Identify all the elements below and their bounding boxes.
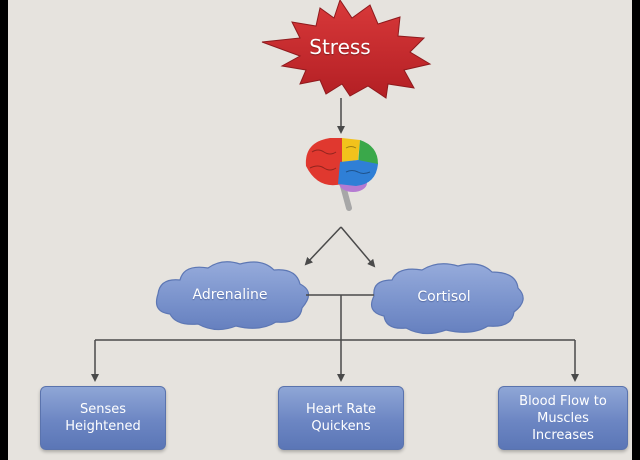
brain-icon: [305, 138, 378, 211]
senses-box: Senses Heightened: [40, 386, 166, 450]
stress-label: Stress: [309, 35, 371, 59]
stress-burst: [261, 0, 432, 99]
senses-label: Senses Heightened: [65, 402, 141, 434]
right-border: [632, 0, 640, 460]
cortisol-label: Cortisol: [417, 289, 471, 305]
heart-rate-box: Heart Rate Quickens: [278, 386, 404, 450]
arrow-brain-to-cortisol: [340, 226, 376, 268]
blood-flow-box: Blood Flow to Muscles Increases: [498, 386, 628, 450]
blood-flow-label: Blood Flow to Muscles Increases: [519, 393, 607, 443]
cortisol-cloud: [371, 263, 524, 335]
adrenaline-label: Adrenaline: [192, 287, 268, 303]
adrenaline-cloud: [155, 261, 310, 331]
arrow-brain-to-adrenaline: [304, 226, 342, 266]
left-border: [0, 0, 8, 460]
heart-rate-label: Heart Rate Quickens: [305, 402, 377, 434]
